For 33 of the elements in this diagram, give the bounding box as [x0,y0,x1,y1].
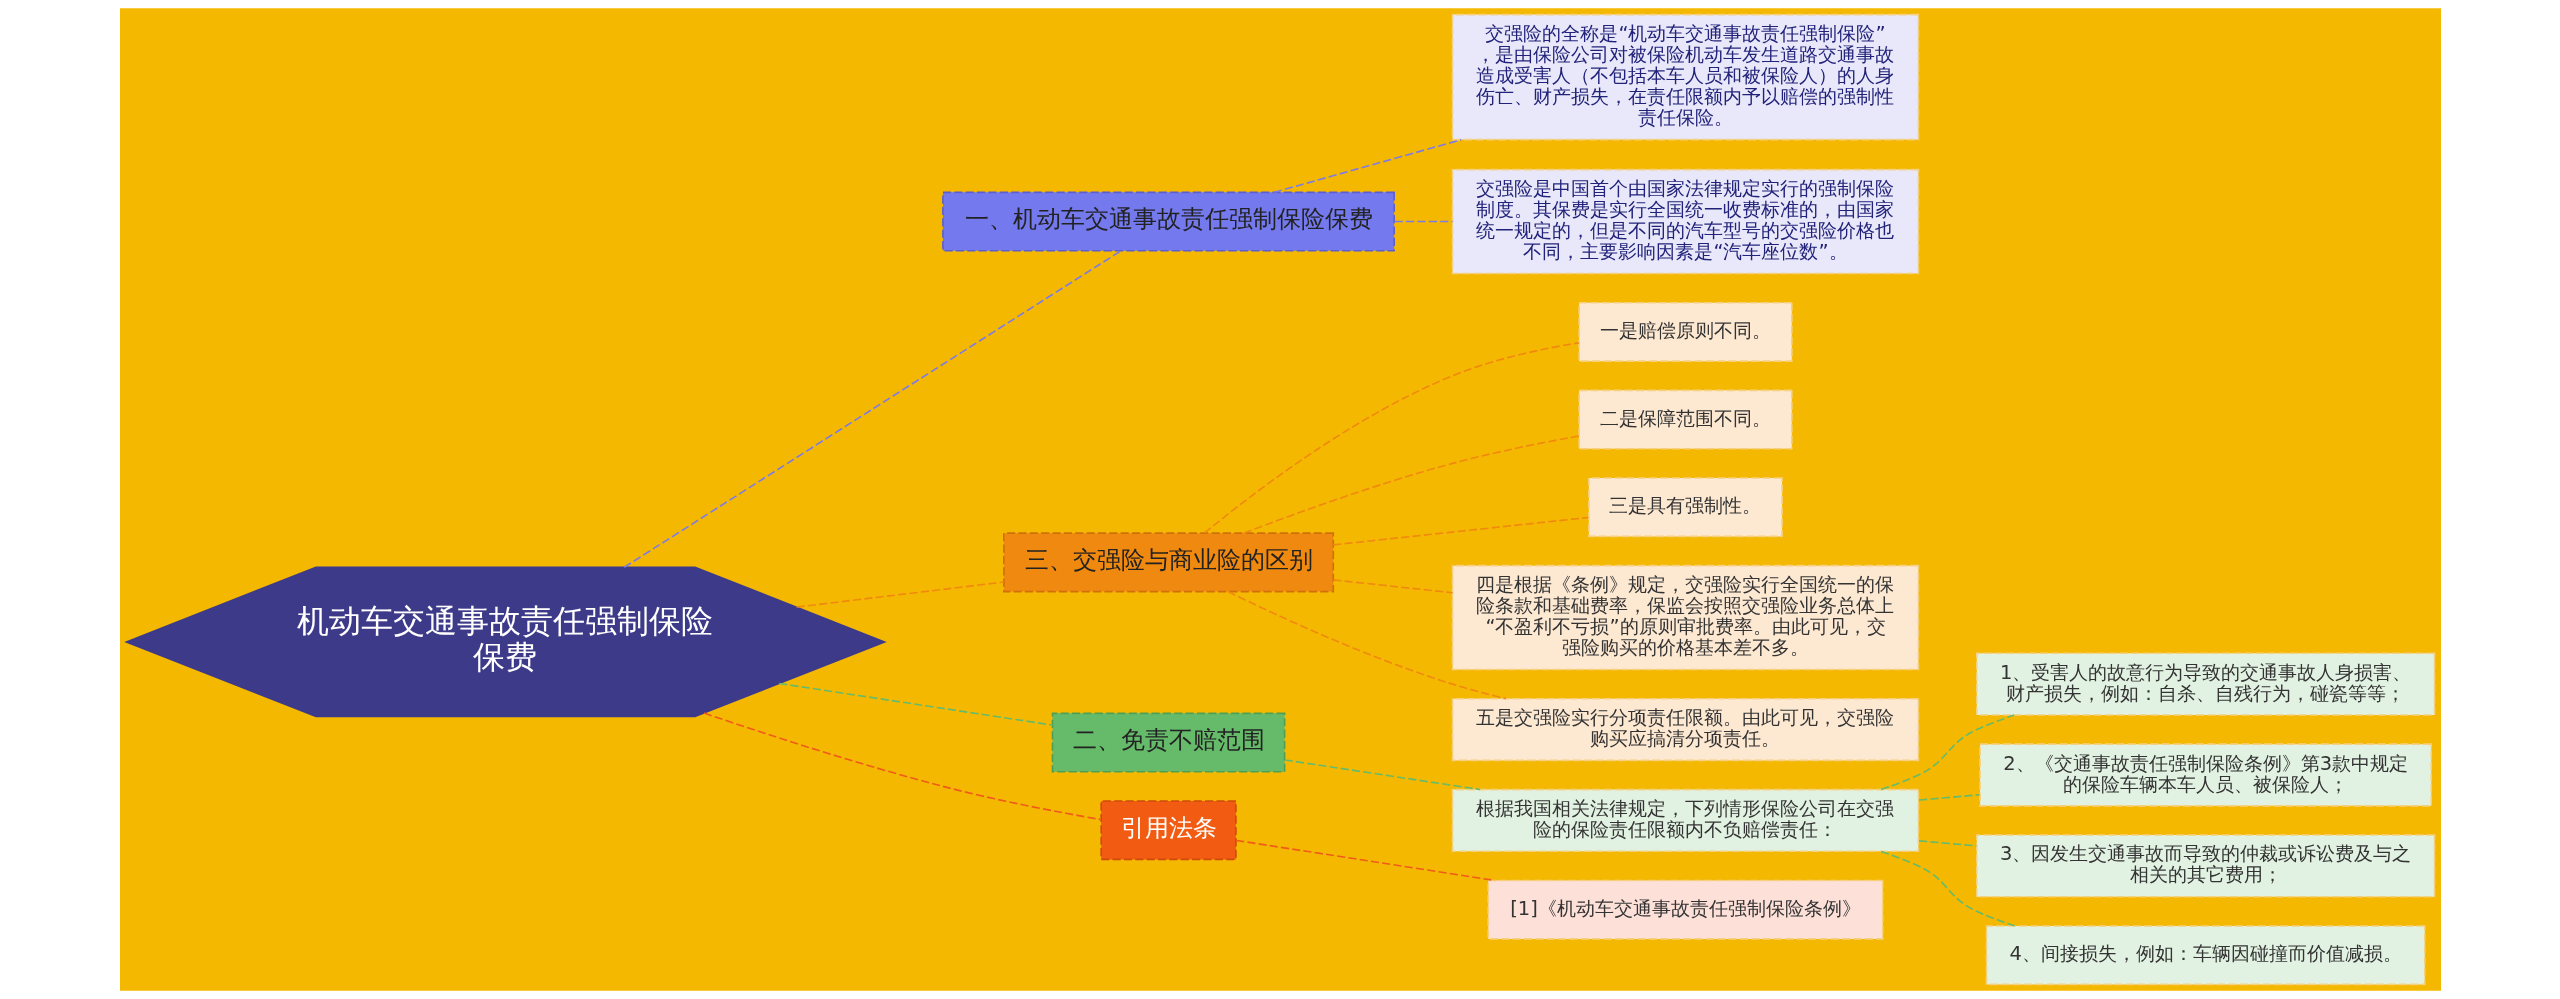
node-box: 交强险的全称是“机动车交通事故责任强制保险”，是由保险公司对被保险机动车发生道路交通事故造成受害人（不包括本车人员和被保险人）的人身伤亡、财产损失，在责任限额内予以赔偿的强制性责任保险。 [1451,13,1919,141]
connector [702,712,1102,821]
connector [1226,591,1507,700]
connector [1332,516,1589,546]
node-box: 四是根据《条例》规定，交强险实行全国统一的保险条款和基础费率，保监会按照交强险业务总体上“不盈利不亏损”的原则审批费率。由此可见，交强险购买的价格基本差不多。 [1451,564,1919,671]
connector [1203,342,1580,534]
connector [1283,759,1481,791]
node-box: 交强险是中国首个由国家法律规定实行的强制保险制度。其保费是实行全国统一收费标准的，由国家统一规定的，但是不同的汽车型号的交强险价格也不同，主要影响因素是“汽车座位数”。 [1451,168,1919,275]
node-box: 三是具有强制性。 [1587,477,1783,538]
connector [623,250,1122,569]
node-box: 引用法条 [1099,800,1237,861]
connector [1272,138,1462,194]
connector [1242,435,1580,534]
node-box: 根据我国相关法律规定，下列情形保险公司在交强险的保险责任限额内不负赔偿责任： [1451,788,1919,853]
node-box: 4、间接损失，例如：车辆因碰撞而价值减损。 [1985,925,2426,986]
connector [778,682,1053,726]
node-box: 二是保障范围不同。 [1577,389,1793,450]
node-box: 3、因发生交通事故而导致的仲裁或诉讼费及与之相关的其它费用； [1975,834,2435,898]
node-box: 一、机动车交通事故责任强制保险保费 [941,191,1395,252]
connector [795,581,1004,608]
node-box: 三、交强险与商业险的区别 [1002,532,1334,593]
node-box: 一是赔偿原则不同。 [1577,301,1793,362]
connector [1879,850,2015,927]
node-box: 2、《交通事故责任强制保险条例》第3款中规定的保险车辆本车人员、被保险人； [1978,743,2432,807]
node-box: 五是交强险实行分项责任限额。由此可见，交强险购买应搞清分项责任。 [1451,697,1919,762]
connector [1393,220,1453,223]
node-box: 1、受害人的故意行为导致的交通事故人身损害、财产损失，例如：自杀、自残行为，碰瓷等等； [1975,652,2435,716]
node-box: [1]《机动车交通事故责任强制保险条例》 [1486,879,1883,940]
connector [1234,839,1496,882]
connector [1332,579,1453,594]
connector [1917,793,1980,801]
node-box: 二、免责不赔范围 [1051,712,1285,773]
connector [1879,714,2015,791]
